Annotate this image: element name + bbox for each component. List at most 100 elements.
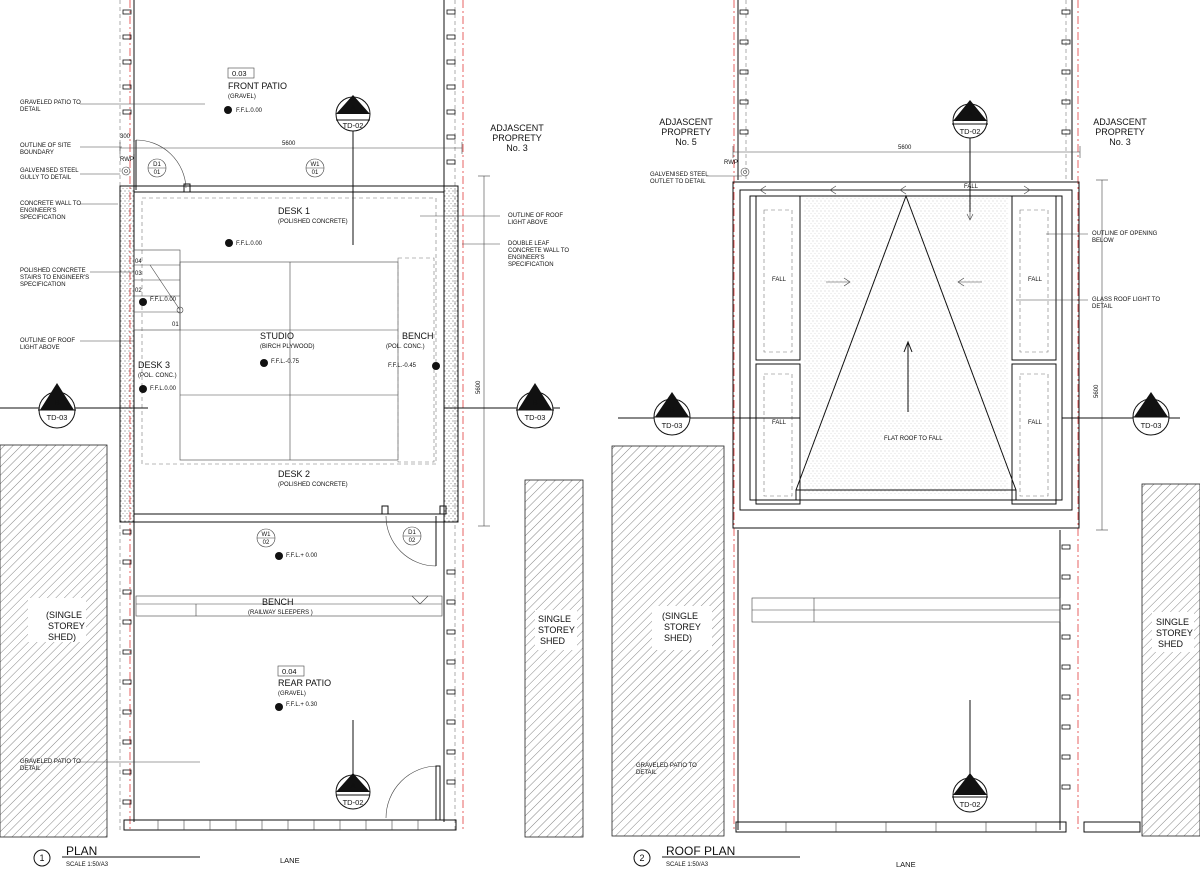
concrete-wall-left bbox=[119, 185, 135, 523]
bench-material: (POL. CONC.) bbox=[386, 344, 425, 350]
section-b-ref-right: TD-03 bbox=[525, 413, 546, 422]
roof-title: ROOF PLAN bbox=[666, 844, 735, 858]
outdoor-bench-name: BENCH bbox=[262, 597, 294, 607]
shed-left-line2: STOREY bbox=[48, 621, 85, 631]
note-graveled-front-2: DETAIL bbox=[20, 107, 41, 113]
roof-section-b-ref: TD-03 bbox=[662, 421, 683, 430]
desk1-material: (POLISHED CONCRETE) bbox=[278, 219, 348, 225]
note-rooflight-1: OUTLINE OF ROOF bbox=[20, 338, 75, 344]
note-gully-1: GALVENISED STEEL bbox=[20, 168, 79, 174]
roof-adjacent-right-2: PROPRETY bbox=[1095, 127, 1145, 137]
note-stairs-3: SPECIFICATION bbox=[20, 282, 66, 288]
roof-shed-left-1: (SINGLE bbox=[662, 611, 698, 621]
roof-outline bbox=[732, 181, 1080, 529]
fall-label-right1: FALL bbox=[1028, 277, 1043, 283]
desk2-material: (POLISHED CONCRETE) bbox=[278, 482, 348, 488]
roof-rwp: RWP bbox=[724, 160, 738, 166]
note-rooflight-2: LIGHT ABOVE bbox=[20, 345, 60, 351]
note-graveled-front-1: GRAVELED PATIO TO bbox=[20, 100, 81, 106]
concrete-wall-right bbox=[443, 185, 459, 523]
dim-height: 5600 bbox=[476, 380, 482, 394]
rwp-label: RWP bbox=[120, 157, 134, 163]
roof-adjacent-right-1: ADJASCENT bbox=[1093, 117, 1147, 127]
outdoor-bench-material: (RAILWAY SLEEPERS ) bbox=[248, 610, 313, 616]
opening-note-2: BELOW bbox=[1092, 238, 1114, 244]
glass-note-1: GLASS ROOF LIGHT TO bbox=[1092, 297, 1160, 303]
studio-material: (BIRCH PLYWOOD) bbox=[260, 344, 315, 350]
roof-section-b-ref-right: TD-03 bbox=[1141, 421, 1162, 430]
plan-number: 1 bbox=[39, 853, 44, 863]
d1-bottom-num: 02 bbox=[409, 538, 416, 544]
roof-lane: LANE bbox=[896, 860, 916, 869]
roof-scale: SCALE 1:50/A3 bbox=[666, 862, 709, 868]
d1-top-num: 01 bbox=[154, 170, 161, 176]
shed-left-line1: (SINGLE bbox=[46, 610, 82, 620]
roof-dim-height: 5600 bbox=[1094, 384, 1100, 398]
note-stairs-1: POLISHED CONCRETE bbox=[20, 268, 86, 274]
roof-outlet-2: OUTLET TO DETAIL bbox=[650, 179, 706, 185]
note-graveled-rear-2: DETAIL bbox=[20, 766, 41, 772]
section-marker-b-right: B TD-03 bbox=[444, 383, 560, 429]
note-stairs-2: STAIRS TO ENGINEER'S bbox=[20, 275, 89, 281]
plan-title: PLAN bbox=[66, 844, 97, 858]
roof-adjacent-left-2: PROPRETY bbox=[661, 127, 711, 137]
bench-name: BENCH bbox=[402, 331, 434, 341]
section-b-letter-right: B bbox=[532, 398, 537, 407]
fall-label-left2: FALL bbox=[772, 420, 787, 426]
bench-level: F.F.L.-0.45 bbox=[388, 363, 417, 369]
roof-shed-left-3: SHED) bbox=[664, 633, 692, 643]
w1-top-num: 01 bbox=[312, 170, 319, 176]
rear-patio-name: REAR PATIO bbox=[278, 678, 331, 688]
roof-section-a-top: A TD-02 bbox=[952, 100, 988, 212]
section-b-ref: TD-03 bbox=[47, 413, 68, 422]
note-right-rooflight-2: LIGHT ABOVE bbox=[508, 220, 548, 226]
note-double-leaf-2: CONCRETE WALL TO bbox=[508, 248, 569, 254]
desk3-material: (POL. CONC.) bbox=[138, 373, 177, 379]
roof-graveled-1: GRAVELED PATIO TO bbox=[636, 763, 697, 769]
dim-offset: 300 bbox=[120, 134, 131, 140]
fall-label-right2: FALL bbox=[1028, 420, 1043, 426]
d1-top-tag: D1 bbox=[153, 162, 161, 168]
fall-label-left1: FALL bbox=[772, 277, 787, 283]
roof-section-b-left: B TD-03 bbox=[618, 392, 800, 436]
plan-lane: LANE bbox=[280, 856, 300, 865]
roof-section-b-right: B TD-03 bbox=[1062, 392, 1180, 436]
shed-right-hatch bbox=[524, 479, 584, 838]
desk1-name: DESK 1 bbox=[278, 206, 310, 216]
desk3-level: F.F.L.0.00 bbox=[150, 386, 177, 392]
roof-section-a-ref: TD-02 bbox=[960, 127, 981, 136]
fall-label-top: FALL bbox=[964, 184, 979, 190]
section-a-letter: A bbox=[350, 103, 355, 112]
roof-outlet-1: GALVENISED STEEL bbox=[650, 172, 709, 178]
section-a-ref: TD-02 bbox=[343, 121, 364, 130]
roof-section-b-letter: B bbox=[669, 405, 674, 414]
rear-patio-tag: 0.04 bbox=[282, 667, 297, 676]
w1-bottom-num: 02 bbox=[263, 540, 270, 546]
note-double-leaf-4: SPECIFICATION bbox=[508, 262, 554, 268]
front-patio-level: F.F.L.0.00 bbox=[236, 108, 263, 114]
note-wall-3: SPECIFICATION bbox=[20, 215, 66, 221]
rear-patio-material: (GRAVEL) bbox=[278, 691, 306, 697]
d1-bottom-tag: D1 bbox=[408, 530, 416, 536]
stair-02: 02 bbox=[135, 288, 142, 294]
roof-section-a-bottom: A TD-02 bbox=[952, 700, 988, 813]
shed-left-line3: SHED) bbox=[48, 632, 76, 642]
roof-plan-drawing: A TD-02 A TD-02 B TD-03 B TD-03 bbox=[611, 0, 1200, 869]
front-patio-tag: 0.03 bbox=[232, 69, 247, 78]
adjacent-line2: PROPRETY bbox=[492, 133, 542, 143]
stair-04: 04 bbox=[135, 259, 142, 265]
opening-note-1: OUTLINE OF OPENING bbox=[1092, 231, 1158, 237]
plan-scale: SCALE 1:50/A3 bbox=[66, 862, 109, 868]
glass-note-2: DETAIL bbox=[1092, 304, 1113, 310]
roof-number: 2 bbox=[639, 853, 644, 863]
shed-right-line1: SINGLE bbox=[538, 614, 571, 624]
roof-shed-right-2: STOREY bbox=[1156, 628, 1193, 638]
studio-level: F.F.L.-0.75 bbox=[271, 359, 300, 365]
roof-dim-width: 5600 bbox=[898, 145, 912, 151]
roof-section-a-letter-bottom: A bbox=[967, 784, 972, 793]
fence-posts-left bbox=[122, 9, 456, 805]
note-gully-2: GULLY TO DETAIL bbox=[20, 175, 72, 181]
section-b-letter: B bbox=[54, 398, 59, 407]
note-double-leaf-1: DOUBLE LEAF bbox=[508, 241, 550, 247]
